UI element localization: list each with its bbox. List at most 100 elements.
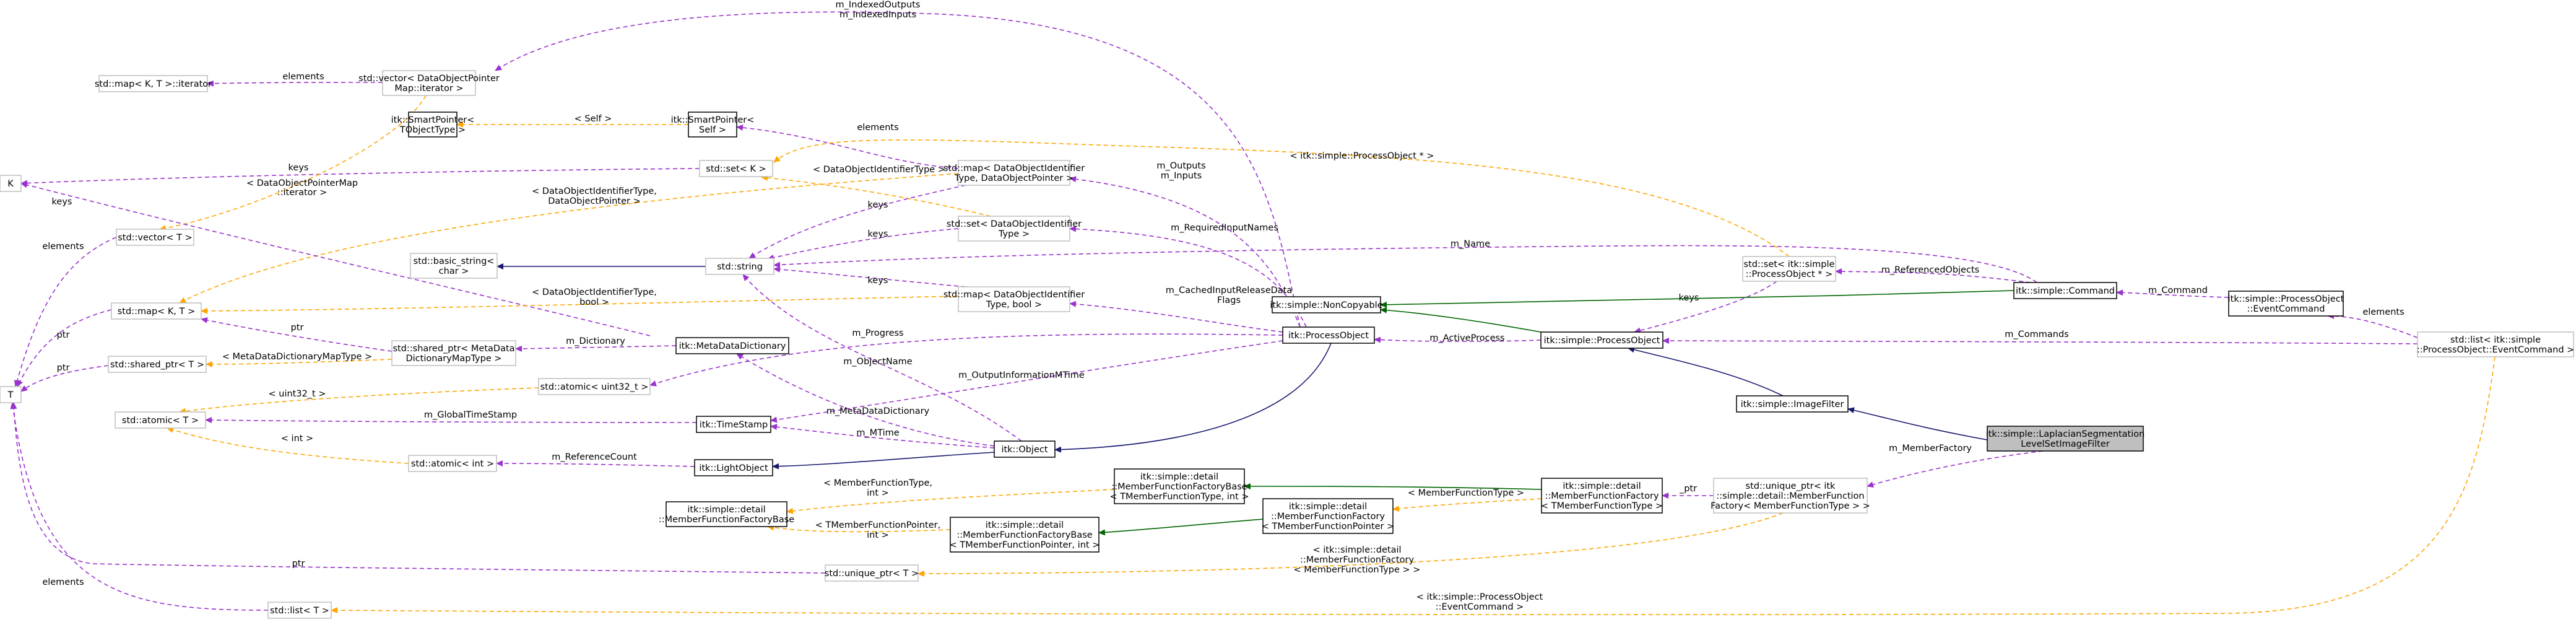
class-node-label: LevelSetImageFilter <box>2021 439 2109 449</box>
class-node-atomic-u32[interactable]: std::atomic< uint32_t > <box>538 378 651 395</box>
class-node-eventcommand[interactable]: itk::simple::ProcessObject::EventCommand <box>2228 291 2344 317</box>
class-node-box <box>2228 291 2344 317</box>
edge-label: m_Dictionary <box>566 336 625 346</box>
edge-line <box>515 345 677 352</box>
class-node-laplacian[interactable]: itk::simple::LaplacianSegmentationLevelS… <box>1986 426 2145 452</box>
class-node-label: std::unique_ptr< itk <box>1746 481 1836 491</box>
class-node-timestamp[interactable]: itk::TimeStamp <box>696 416 771 433</box>
class-node-metadatadict[interactable]: itk::MetaDataDictionary <box>675 337 789 354</box>
edge-line <box>17 309 112 387</box>
edge-line <box>770 340 1283 423</box>
edge-label: m_RequiredInputNames <box>1171 223 1278 233</box>
relation-edge-usage: m_OutputInformationMTime <box>770 340 1283 423</box>
class-node-map-dataobj[interactable]: std::map< DataObjectIdentifierType, Data… <box>943 160 1085 186</box>
class-node-list-t[interactable]: std::list< T > <box>267 602 332 619</box>
class-node-label: Type, DataObjectPointer > <box>954 173 1073 183</box>
class-node-shared-ptr-t[interactable]: std::shared_ptr< T > <box>108 356 207 373</box>
edge-label: < int > <box>281 434 313 444</box>
class-node-vec-dop[interactable]: std::vector< DataObjectPointerMap::itera… <box>358 70 500 96</box>
class-node-box <box>111 302 202 320</box>
class-node-label: < TMemberFunctionPointer > <box>1262 522 1395 532</box>
class-node-box <box>694 459 773 476</box>
class-node-list-ec[interactable]: std::list< itk::simple::ProcessObject::E… <box>2417 331 2575 357</box>
edge-label: < DataObjectPointerMap <box>246 178 358 188</box>
edge-line <box>773 266 966 287</box>
edge-label: ::MemberFunctionFactory <box>1300 555 1414 565</box>
class-node-mffb-int[interactable]: itk::simple::detail::MemberFunctionFacto… <box>1109 468 1249 504</box>
class-node-box <box>538 378 651 395</box>
class-node-label: itk::Object <box>1001 445 1047 455</box>
class-node-mffb-simple[interactable]: itk::simple::detail::MemberFunctionFacto… <box>1262 498 1395 534</box>
relation-edge-template: < DataObjectIdentifierType,bool > <box>201 287 959 314</box>
edge-line <box>496 460 695 467</box>
edge-line <box>1392 498 1542 512</box>
edge-line <box>1374 336 1542 343</box>
relation-edge-public <box>1628 346 1784 396</box>
class-node-atomic-t[interactable]: std::atomic< T > <box>115 411 206 429</box>
class-node-box <box>688 112 737 138</box>
class-node-basic-string[interactable]: std::basic_string<char > <box>410 253 498 279</box>
class-node-shared-ptr-md[interactable]: std::shared_ptr< MetaDataDictionaryMapTy… <box>391 340 516 366</box>
edge-line <box>11 402 826 574</box>
edge-label: elements <box>857 123 898 133</box>
class-node-map-iter[interactable]: std::map< K, T >::iterator <box>95 75 212 92</box>
class-node-itk-processobject[interactable]: itk::ProcessObject <box>1282 326 1375 344</box>
class-node-string[interactable]: std::string <box>705 258 774 275</box>
relation-edge-template: < DataObjectIdentifierType > <box>761 165 991 217</box>
class-node-label: std::map< DataObjectIdentifier <box>943 164 1085 173</box>
class-node-label: DictionaryMapType > <box>405 354 501 364</box>
class-node-map-bool[interactable]: std::map< DataObjectIdentifierType, bool… <box>943 286 1085 312</box>
class-node-command[interactable]: itk::simple::Command <box>2013 282 2117 299</box>
class-node-smartptr-self[interactable]: itk::SmartPointer<Self > <box>671 112 755 138</box>
class-node-label: < TMemberFunctionType > <box>1541 501 1663 511</box>
class-node-box <box>1736 395 1849 413</box>
class-node-simple-processobject[interactable]: itk::simple::ProcessObject <box>1540 331 1663 349</box>
relation-edge-green <box>1244 483 1542 490</box>
class-node-label: std::atomic< uint32_t > <box>540 382 649 392</box>
edge-line <box>2327 313 2418 338</box>
class-node-map-kt[interactable]: std::map< K, T > <box>111 302 202 320</box>
edge-label: < itk::simple::ProcessObject * > <box>1290 151 1434 161</box>
class-node-smartptr-objtype[interactable]: itk::SmartPointer<TObjectType > <box>391 112 475 138</box>
edge-line <box>773 139 1790 257</box>
edge-label: < uint32_t > <box>269 389 326 399</box>
edge-line <box>649 333 1283 387</box>
edge-label: ptr <box>291 323 304 333</box>
edge-line <box>736 353 995 447</box>
class-node-lightobject[interactable]: itk::LightObject <box>694 459 773 476</box>
class-node-label: itk::LightObject <box>699 463 768 473</box>
class-node-unique-ptr-t[interactable]: std::unique_ptr< T > <box>825 564 919 582</box>
class-node-label: K <box>7 179 14 189</box>
class-node-noncopyable[interactable]: itk::simple::NonCopyable <box>1270 296 1383 313</box>
class-node-label: itk::MetaDataDictionary <box>679 341 786 351</box>
edge-label: elements <box>42 577 84 587</box>
class-node-unique-ptr-mff[interactable]: std::unique_ptr< itk::simple::detail::Me… <box>1711 478 1870 514</box>
edge-label: < MemberFunctionType > <box>1408 488 1524 498</box>
class-node-box <box>958 160 1070 186</box>
relation-edge-usage: m_MTime <box>770 424 995 449</box>
edge-line <box>767 524 951 533</box>
class-node-box <box>1742 256 1836 282</box>
relation-edge-usage: keys <box>773 266 966 287</box>
class-node-T[interactable]: T <box>0 386 22 403</box>
class-node-label: itk::simple::detail <box>986 520 1064 530</box>
class-node-mffb-ptr[interactable]: itk::simple::detail::MemberFunctionFacto… <box>950 517 1100 553</box>
edge-label: m_ReferenceCount <box>552 452 637 462</box>
class-node-set-doi[interactable]: std::set< DataObjectIdentifierType > <box>947 216 1082 242</box>
class-node-K[interactable]: K <box>0 175 22 192</box>
class-node-box <box>0 175 22 192</box>
relation-edge-usage: keys <box>767 228 959 261</box>
class-node-mff[interactable]: itk::simple::detail::MemberFunctionFacto… <box>1541 478 1663 514</box>
edge-label: m_Commands <box>2005 330 2068 339</box>
class-node-imagefilter[interactable]: itk::simple::ImageFilter <box>1736 395 1849 413</box>
class-node-atomic-int[interactable]: std::atomic< int > <box>408 455 497 472</box>
class-node-itk-object[interactable]: itk::Object <box>994 440 1056 458</box>
edge-line <box>1628 346 1784 396</box>
class-node-set-k[interactable]: std::set< K > <box>699 160 773 177</box>
class-node-set-po[interactable]: std::set< itk::simple::ProcessObject * > <box>1742 256 1836 282</box>
class-node-vec-t[interactable]: std::vector< T > <box>116 229 194 246</box>
relation-edge-public <box>1847 407 1988 440</box>
class-node-mffb-base[interactable]: itk::simple::detail::MemberFunctionFacto… <box>659 501 794 527</box>
edge-label: keys <box>868 229 888 239</box>
edge-label: < DataObjectIdentifierType > <box>813 165 945 175</box>
